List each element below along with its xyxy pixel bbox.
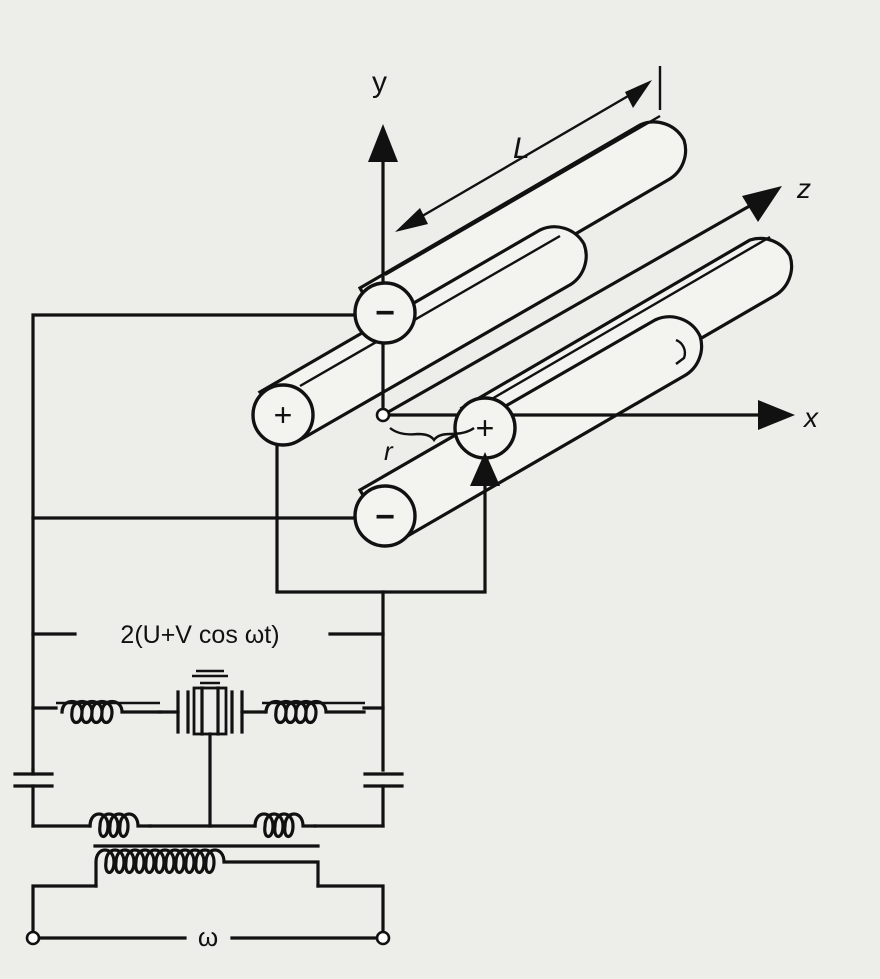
- electrode-right-polarity: +: [476, 410, 495, 446]
- rod-left: [257, 225, 588, 443]
- voltage-label: 2(U+V cos ωt): [120, 621, 279, 649]
- z-axis-label: z: [796, 173, 811, 204]
- input-terminal-left: [25, 930, 41, 946]
- circuit-wiring: [13, 313, 500, 940]
- electrode-bottom: [353, 484, 417, 548]
- length-dimension: [395, 66, 662, 232]
- electrode-top: [353, 281, 417, 345]
- origin-point: [375, 407, 391, 423]
- x-axis-label: x: [802, 402, 819, 433]
- input-terminal-right: [375, 930, 391, 946]
- radius-label: r: [384, 436, 394, 466]
- electrode-left-polarity: +: [274, 397, 293, 433]
- right-electrode-arrow: [470, 452, 500, 486]
- electrode-top-polarity: −: [375, 294, 395, 332]
- z-axis: [380, 186, 782, 418]
- length-label: L: [513, 132, 530, 165]
- frequency-label: ω: [198, 922, 218, 952]
- electrode-left: [251, 383, 315, 447]
- rod-bottom: [357, 315, 704, 548]
- x-axis: [381, 400, 795, 430]
- radius-brace: [389, 427, 475, 443]
- y-axis-label: y: [372, 66, 387, 99]
- electrode-bottom-polarity: −: [375, 498, 395, 536]
